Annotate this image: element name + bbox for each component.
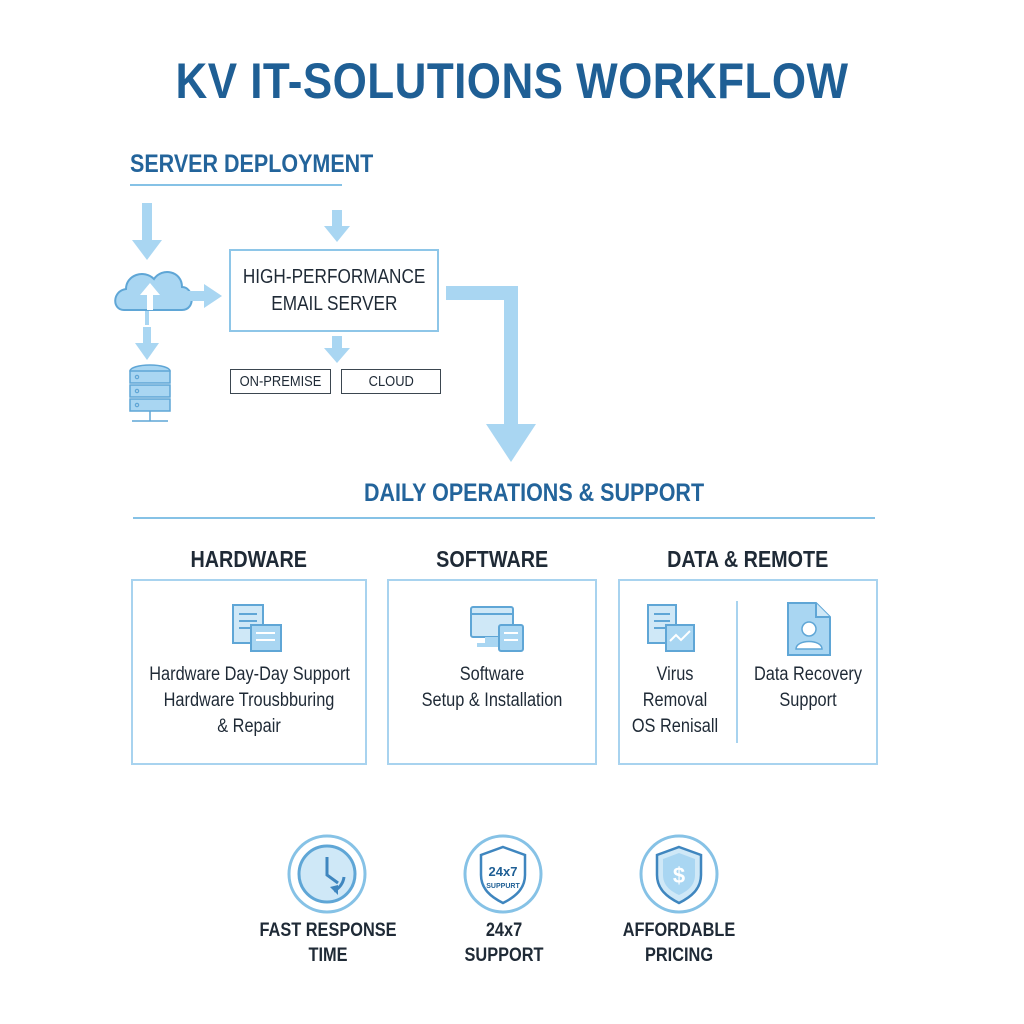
page-title: KV IT-SOLUTIONS WORKFLOW <box>175 53 849 109</box>
arrow-down-icon <box>324 210 350 242</box>
hardware-heading: HARDWARE <box>190 546 308 572</box>
monitor-install-icon <box>470 606 524 652</box>
data-recovery-text: Data Recovery Support <box>753 664 863 711</box>
badge-24x7-text: 24x7 <box>489 864 518 879</box>
cloud-tag: CLOUD <box>341 369 441 394</box>
support-label: 24x7 SUPPORT <box>464 920 544 966</box>
email-server-box: HIGH-PERFORMANCE EMAIL SERVER <box>229 249 439 332</box>
badge-support-text: SUPPURT <box>486 883 520 890</box>
user-document-icon <box>787 602 831 656</box>
shield-24x7-icon: 24x7 SUPPURT <box>463 834 543 914</box>
software-heading: SOFTWARE <box>435 546 549 572</box>
clock-icon <box>287 834 367 914</box>
pricing-label: AFFORDABLE PRICING <box>622 920 736 966</box>
dollar-sign-text: $ <box>673 863 685 888</box>
deployment-left-flow <box>114 203 193 422</box>
data-remote-heading: DATA & REMOTE <box>667 546 829 572</box>
server-box-line1: HIGH-PERFORMANCE <box>242 265 426 288</box>
arrow-down-icon <box>132 203 162 260</box>
hardware-document-icon <box>232 604 282 652</box>
data-remote-divider <box>736 601 738 743</box>
arrow-down-icon <box>135 327 159 360</box>
daily-ops-divider <box>133 517 875 519</box>
database-server-icon <box>129 364 171 422</box>
daily-ops-heading: DAILY OPERATIONS & SUPPORT <box>364 479 705 507</box>
server-box-line2: EMAIL SERVER <box>270 292 398 315</box>
server-deployment-underline <box>130 184 342 186</box>
on-premise-tag: ON-PREMISE <box>230 369 331 394</box>
hardware-card: Hardware Day-Day Support Hardware Trousb… <box>131 579 367 765</box>
server-deployment-heading: SERVER DEPLOYMENT <box>130 150 374 178</box>
data-remote-card: Virus Removal OS Renisall Data Recovery … <box>618 579 878 765</box>
arrow-right-icon <box>186 284 222 308</box>
arrow-down-icon <box>324 336 350 363</box>
elbow-arrow-icon <box>446 286 536 462</box>
virus-removal-text: Virus Removal OS Renisall <box>631 664 719 737</box>
cloud-upload-icon <box>114 271 193 311</box>
virus-scan-document-icon <box>647 604 695 652</box>
software-card: Software Setup & Installation <box>387 579 597 765</box>
shield-dollar-icon: $ <box>639 834 719 914</box>
hardware-card-text: Hardware Day-Day Support Hardware Trousb… <box>149 664 350 737</box>
software-card-text: Software Setup & Installation <box>421 664 563 711</box>
fast-response-label: FAST RESPONSE TIME <box>259 920 397 966</box>
